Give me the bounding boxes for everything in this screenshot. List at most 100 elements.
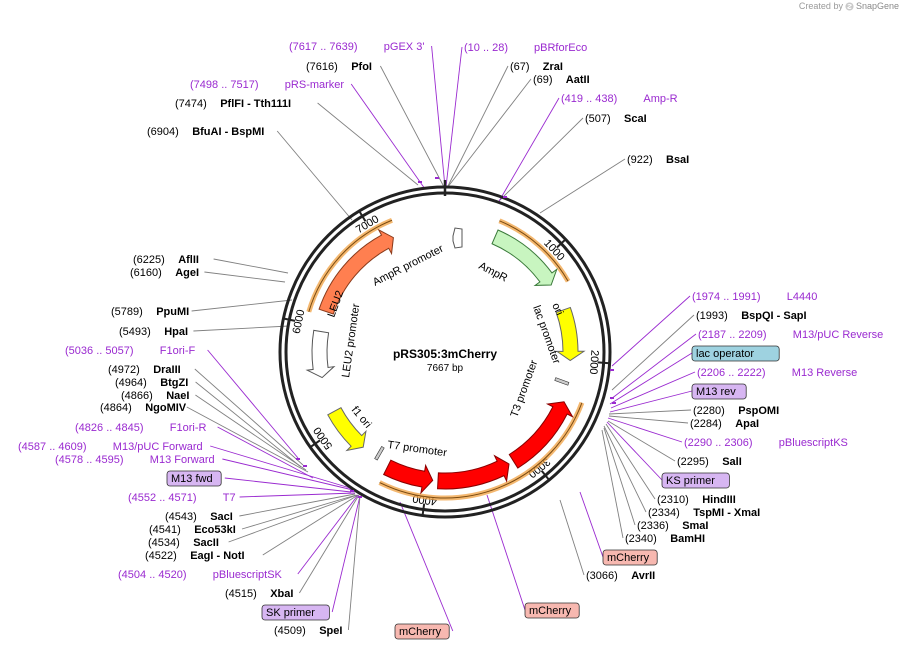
pointer-lines [186, 45, 697, 632]
pointer-line [350, 83, 426, 190]
site-name: AgeI [175, 267, 199, 279]
site-position: (6225) [133, 254, 165, 266]
scale-tick [309, 439, 321, 448]
site-position: (4866) [121, 390, 153, 402]
credit-brand: SnapGene [855, 1, 899, 11]
pointer-line [610, 371, 696, 409]
leu2-arrow [318, 228, 394, 315]
ori-arrow [555, 306, 586, 362]
feature-label: M13 rev [691, 383, 747, 400]
scale-tick [556, 238, 567, 249]
site-label: (4515)XbaI [225, 588, 293, 600]
site-position: (4541) [149, 524, 181, 536]
site-position: (7616) [306, 61, 338, 73]
pointer-line [609, 352, 693, 405]
feature-name: M13 Reverse [792, 367, 857, 379]
feature-position: (4504 .. 4520) [118, 569, 187, 581]
feature-name: pBluescriptSK [213, 569, 283, 581]
site-mark [612, 402, 616, 404]
site-name: ZraI [543, 61, 563, 73]
pointer-line [610, 333, 697, 400]
feature-label: (7498 .. 7517)pRS-marker [190, 79, 344, 91]
feature-label: (4504 .. 4520) pBluescriptSK [118, 569, 283, 581]
site-position: (922) [627, 154, 653, 166]
feature-label: M13 fwd [166, 470, 222, 487]
feature-label: (2290 .. 2306)pBluescriptKS [684, 437, 848, 449]
pointer-line [228, 494, 358, 543]
site-name: AflII [178, 254, 199, 266]
site-position: (4972) [108, 364, 140, 376]
plasmid-center-title: pRS305:3mCherry 7667 bp [393, 347, 497, 374]
pointer-line [445, 46, 463, 188]
feature-position: (4578 .. 4595) [55, 454, 124, 466]
pointer-line [241, 494, 357, 530]
scale-tick-label: 2000 [587, 350, 601, 375]
site-name: BsaI [666, 154, 689, 166]
label-box [166, 470, 222, 487]
pointer-line [193, 325, 290, 332]
promoter-markers [374, 377, 570, 461]
site-name: SalI [722, 456, 742, 468]
feature-name: F1ori-F [160, 345, 196, 357]
pointer-line [347, 495, 361, 631]
site-label: (2310)HindIII [657, 494, 736, 506]
site-position: (5493) [119, 326, 151, 338]
feature-name: T7 [223, 492, 236, 504]
site-label: (69)AatII [533, 74, 590, 86]
pointer-line [607, 417, 683, 443]
feature-position: (4587 .. 4609) [18, 441, 87, 453]
pointer-line [603, 427, 636, 526]
leu2-promoter-label: LEU2 promoter [340, 303, 362, 379]
site-position: (2340) [625, 533, 657, 545]
site-name: NaeI [166, 390, 189, 402]
feature-label: (2187 .. 2209)M13/pUC Reverse [698, 329, 883, 341]
site-name: TspMI - XmaI [693, 507, 760, 519]
feature-name: M13/pUC Forward [113, 441, 203, 453]
feature-name: pBRforEco [534, 42, 587, 54]
pointer-line [239, 492, 356, 498]
site-label: (4522)EagI - NotI [145, 550, 245, 562]
site-label: (5493)HpaI [119, 326, 188, 338]
feature-position: (7498 .. 7517) [190, 79, 259, 91]
site-position: (4543) [165, 511, 197, 523]
site-position: (4509) [274, 625, 306, 637]
plasmid-size: 7667 bp [427, 363, 464, 374]
pointer-line [579, 491, 604, 558]
site-label: (4534)SacII [148, 537, 219, 549]
site-position: (4864) [100, 402, 132, 414]
site-name: SpeI [319, 625, 342, 637]
site-marks [296, 177, 616, 498]
site-position: (5789) [111, 306, 143, 318]
site-mark [296, 458, 300, 460]
feature-label: (4826 .. 4845)F1ori-R [75, 422, 207, 434]
site-label: (7474)PflFI - Tth111I [175, 98, 291, 110]
site-position: (4534) [148, 537, 180, 549]
scale-tick [540, 470, 550, 481]
site-mark [610, 397, 614, 399]
feature-position: (2290 .. 2306) [684, 437, 753, 449]
feature-label: (4552 .. 4571)T7 [128, 492, 236, 504]
pointer-line [191, 299, 293, 312]
site-label: (2336)SmaI [637, 520, 708, 532]
site-position: (69) [533, 74, 553, 86]
pointer-line [195, 381, 302, 468]
pointer-line [605, 423, 656, 500]
ampr-promoter-arrow [452, 227, 463, 249]
pointer-line [608, 409, 692, 415]
scale-tick [358, 210, 367, 222]
box-label-text: mCherry [399, 626, 442, 638]
snapgene-logo-icon [845, 1, 854, 11]
t7-promoter-label: T7 promoter [387, 439, 448, 459]
site-label: (4541)Eco53kI [149, 524, 236, 536]
pointer-line [559, 499, 585, 576]
pointer-line [609, 390, 693, 413]
site-mark [435, 177, 439, 179]
site-position: (507) [585, 113, 611, 125]
label-box [691, 383, 747, 400]
site-name: HindIII [702, 494, 736, 506]
pointer-line [331, 495, 361, 613]
feature-name: M13/pUC Reverse [793, 329, 883, 341]
site-mark [418, 181, 422, 183]
site-name: SmaI [682, 520, 708, 532]
